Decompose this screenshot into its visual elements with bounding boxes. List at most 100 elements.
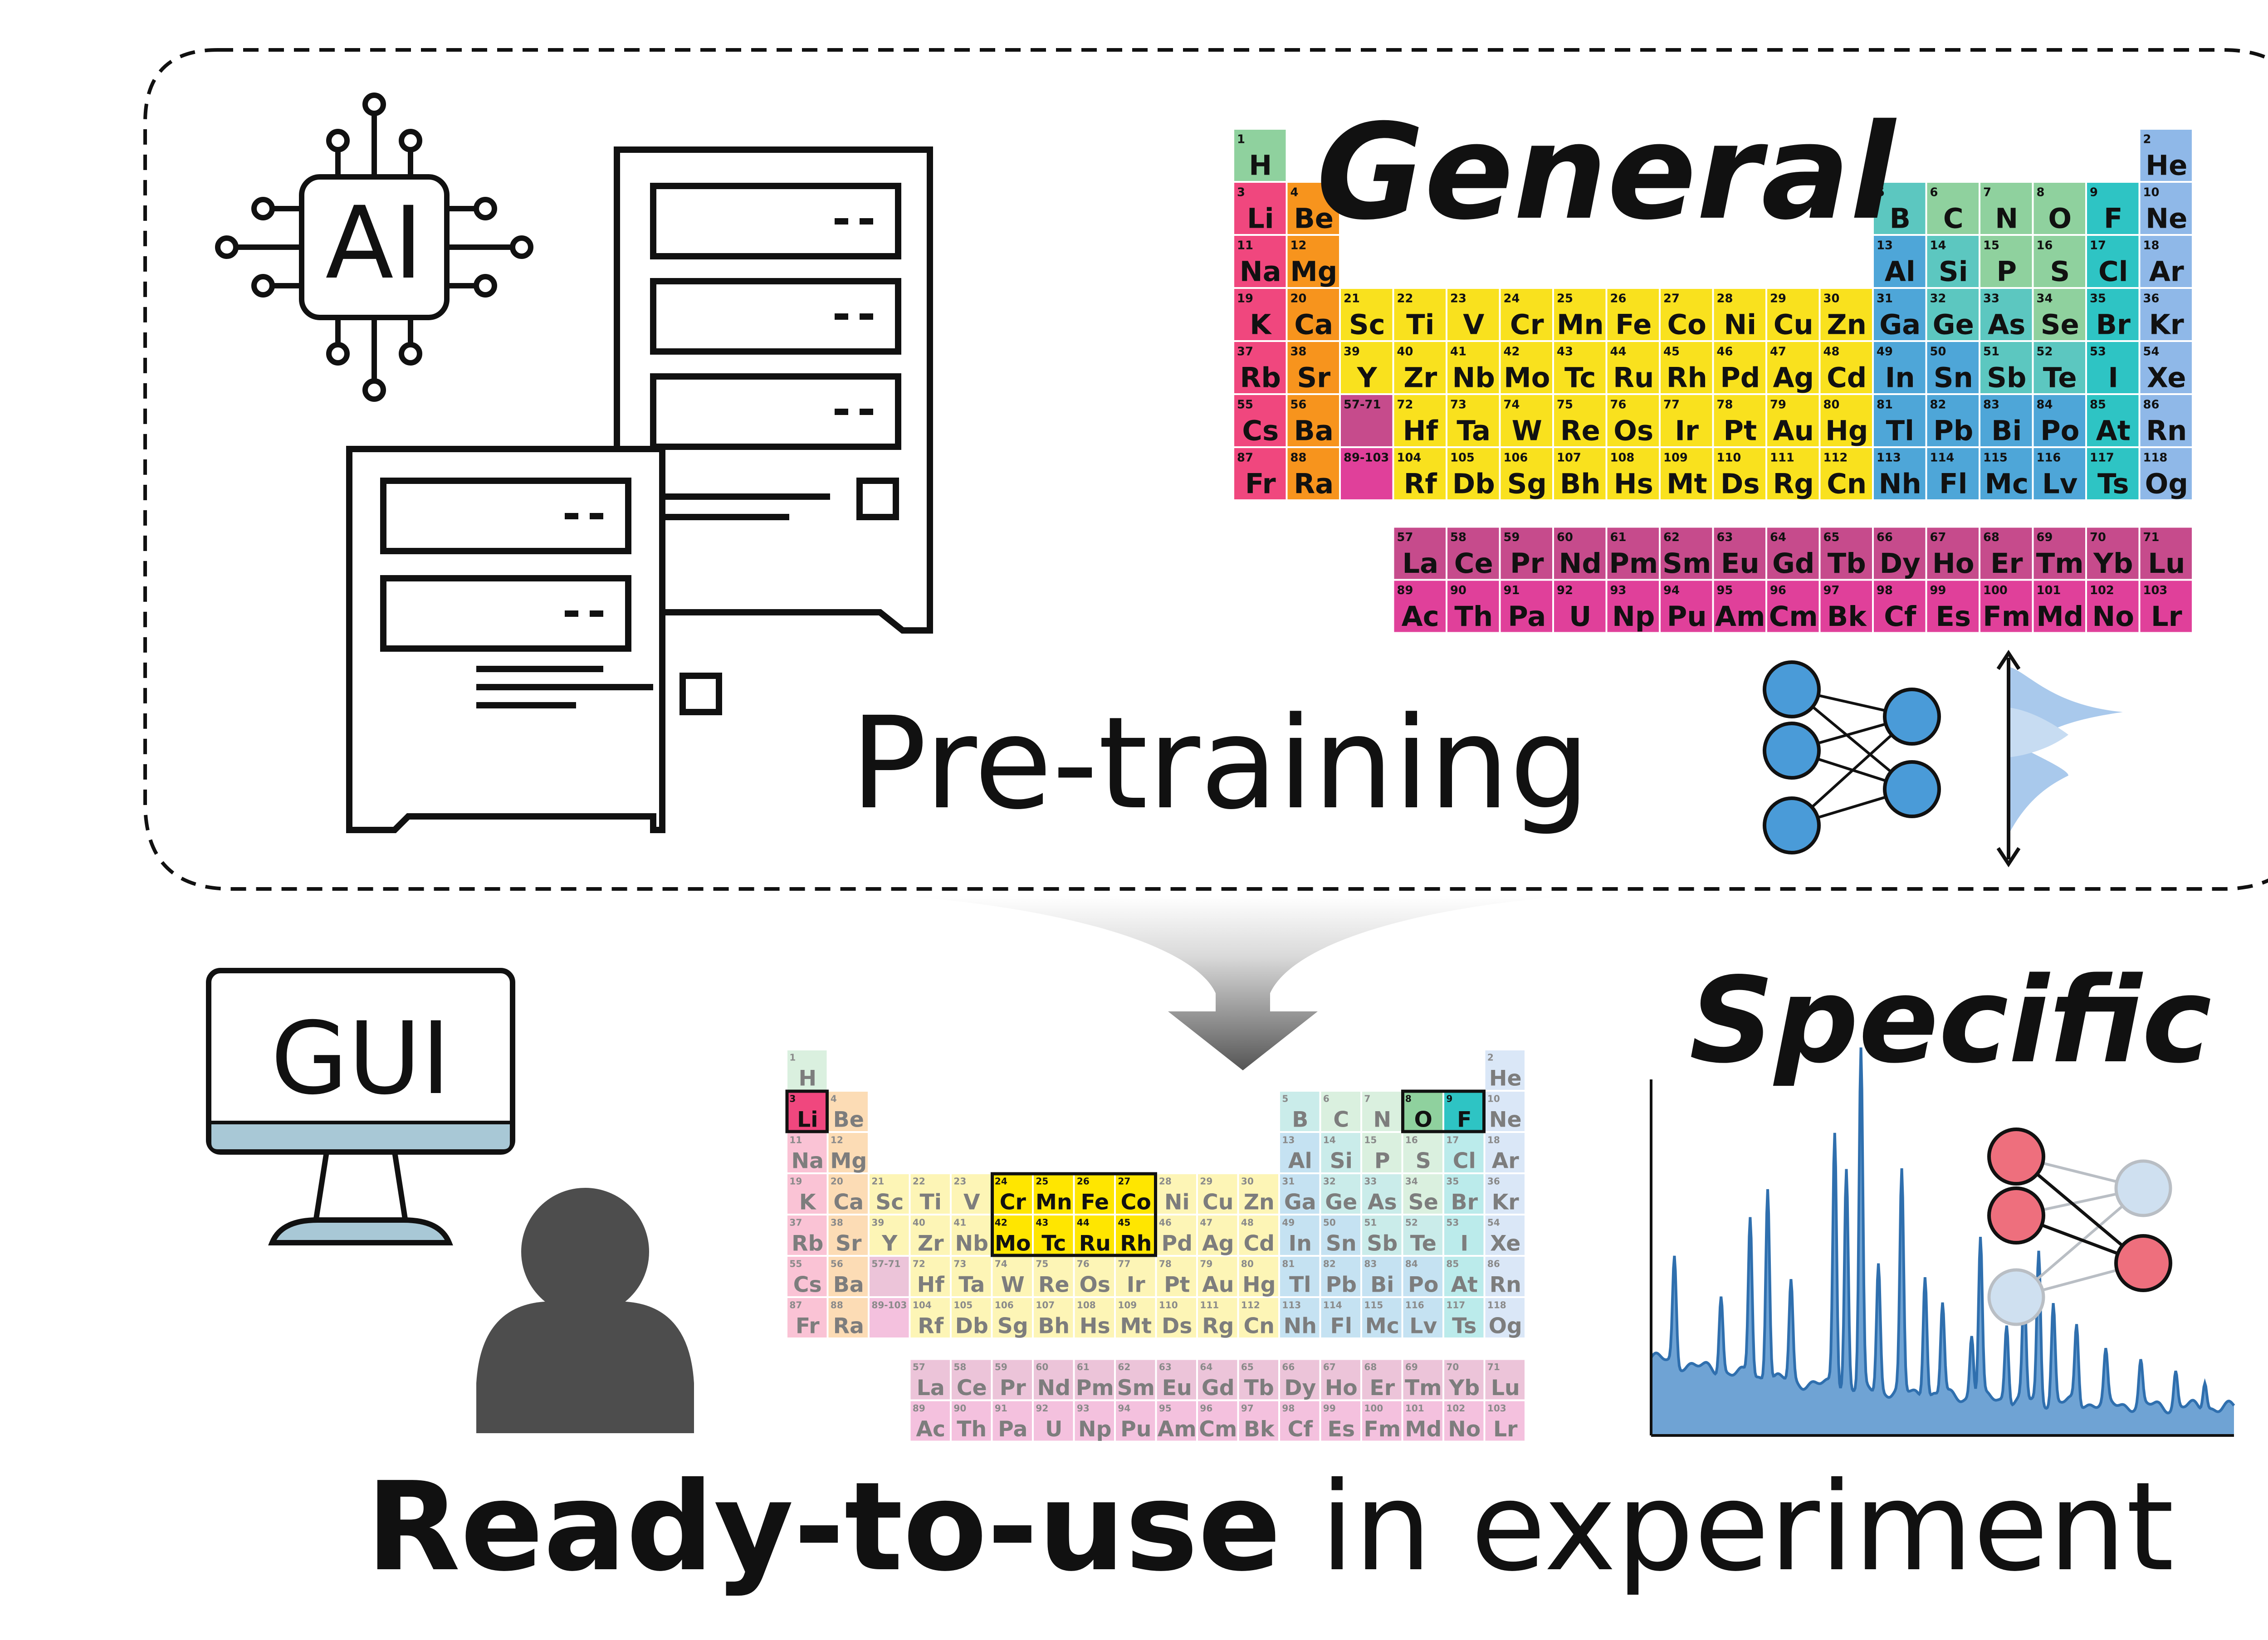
distribution-icon — [1996, 649, 2123, 868]
general-label: General — [1316, 96, 1897, 249]
svg-text:Np: Np — [1078, 1417, 1111, 1442]
gui-label: GUI — [271, 1001, 450, 1117]
svg-text:Tl: Tl — [1886, 415, 1914, 447]
svg-text:Sg: Sg — [997, 1313, 1028, 1338]
svg-text:34: 34 — [1405, 1176, 1418, 1187]
element-B: 5B — [1279, 1091, 1320, 1132]
svg-text:99: 99 — [1930, 584, 1946, 597]
svg-text:33: 33 — [1364, 1176, 1377, 1187]
element-F: 9F — [1443, 1091, 1485, 1132]
svg-text:La: La — [1402, 548, 1438, 580]
svg-text:64: 64 — [1200, 1362, 1212, 1372]
svg-text:Y: Y — [881, 1231, 898, 1256]
svg-text:Bh: Bh — [1560, 469, 1601, 500]
element-N: 7N — [1980, 182, 2033, 235]
svg-text:114: 114 — [1930, 451, 1955, 464]
svg-text:Nb: Nb — [955, 1231, 988, 1256]
svg-text:11: 11 — [789, 1135, 802, 1146]
svg-text:35: 35 — [2090, 292, 2106, 305]
svg-text:Ir: Ir — [1675, 415, 1699, 447]
svg-text:60: 60 — [1557, 531, 1573, 544]
svg-text:96: 96 — [1200, 1403, 1212, 1414]
svg-text:Rb: Rb — [1240, 362, 1281, 394]
svg-text:112: 112 — [1823, 451, 1848, 464]
svg-text:60: 60 — [1036, 1362, 1048, 1372]
svg-text:65: 65 — [1823, 531, 1840, 544]
highlight-box-transition — [991, 1172, 1157, 1257]
svg-text:P: P — [1996, 256, 2017, 288]
svg-text:39: 39 — [1344, 345, 1360, 358]
svg-text:45: 45 — [1118, 1217, 1130, 1228]
svg-text:13: 13 — [1877, 239, 1893, 252]
svg-text:40: 40 — [1397, 345, 1413, 358]
svg-text:Br: Br — [1451, 1190, 1478, 1215]
svg-text:52: 52 — [1405, 1217, 1418, 1228]
svg-text:Sr: Sr — [1297, 362, 1330, 394]
svg-text:52: 52 — [2037, 345, 2053, 358]
svg-text:Hf: Hf — [917, 1272, 945, 1297]
svg-text:36: 36 — [1487, 1176, 1500, 1187]
server-tower-front-indicators — [565, 513, 603, 617]
svg-text:Fe: Fe — [1081, 1190, 1110, 1215]
svg-text:Tm: Tm — [1405, 1376, 1442, 1401]
svg-text:Pa: Pa — [1508, 601, 1546, 633]
element-C: 6C — [1320, 1091, 1361, 1132]
svg-text:Rh: Rh — [1120, 1231, 1152, 1256]
element-P: 15P — [1980, 235, 2033, 288]
element-K: 19K — [1233, 288, 1287, 341]
ai-chip-label: AI — [325, 185, 423, 301]
svg-text:Ba: Ba — [833, 1272, 864, 1297]
svg-text:Sc: Sc — [875, 1190, 904, 1215]
svg-text:3: 3 — [789, 1093, 796, 1104]
svg-text:111: 111 — [1770, 451, 1794, 464]
svg-text:26: 26 — [1610, 292, 1627, 305]
svg-text:Cs: Cs — [793, 1272, 822, 1297]
neural-network-general-icon — [1763, 660, 1941, 854]
svg-text:Fm: Fm — [1983, 601, 2030, 633]
svg-text:32: 32 — [1930, 292, 1946, 305]
svg-text:58: 58 — [1450, 531, 1466, 544]
svg-text:80: 80 — [1241, 1259, 1254, 1269]
svg-text:Sb: Sb — [1367, 1231, 1398, 1256]
svg-text:Bh: Bh — [1038, 1313, 1070, 1338]
svg-text:27: 27 — [1118, 1176, 1130, 1187]
element-Y: 39Y — [869, 1215, 910, 1256]
svg-text:Cd: Cd — [1243, 1231, 1275, 1256]
svg-text:Cf: Cf — [1288, 1417, 1313, 1442]
svg-text:17: 17 — [1446, 1135, 1459, 1146]
svg-text:Pr: Pr — [1510, 548, 1544, 580]
svg-text:Ac: Ac — [1402, 601, 1439, 633]
svg-text:104: 104 — [913, 1300, 932, 1311]
svg-text:12: 12 — [831, 1135, 843, 1146]
element-B: 5B — [1873, 182, 1926, 235]
svg-text:He: He — [2146, 150, 2187, 182]
spectrum-fill — [1651, 1047, 2234, 1435]
svg-text:Rf: Rf — [1404, 469, 1437, 500]
